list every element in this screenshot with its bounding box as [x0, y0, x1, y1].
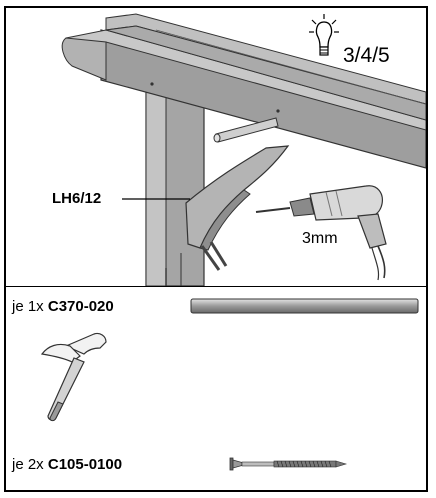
dowel-part-icon	[190, 298, 419, 314]
screw-part-icon	[229, 457, 348, 471]
section-divider	[6, 286, 426, 287]
screws	[200, 241, 228, 271]
light-bulb-icon	[309, 14, 339, 56]
part-row-dowel: je 1x C370-020	[12, 298, 114, 315]
part-code: C105-0100	[47, 456, 123, 473]
part-row-screw: je 2x C105-0100	[12, 456, 122, 473]
part-label: LH6/12	[52, 190, 102, 207]
dowel	[213, 117, 279, 143]
step-label: 3/4/5	[343, 44, 390, 67]
brace	[185, 145, 290, 251]
part-code: C370-020	[47, 298, 114, 315]
hammer-icon	[40, 332, 107, 422]
part-quantity: je 2x	[12, 456, 48, 473]
drill-icon	[255, 185, 387, 281]
drill-bit-size: 3mm	[302, 230, 338, 247]
beam	[61, 13, 426, 169]
parts-list: je 1x C370-020 je 2x C105-0100	[6, 288, 426, 490]
assembly-illustration: 3/4/5 LH6/12 3mm	[6, 8, 426, 286]
instruction-panel: 3/4/5 LH6/12 3mm je 1x C370-020	[4, 6, 428, 492]
part-quantity: je 1x	[12, 298, 48, 315]
